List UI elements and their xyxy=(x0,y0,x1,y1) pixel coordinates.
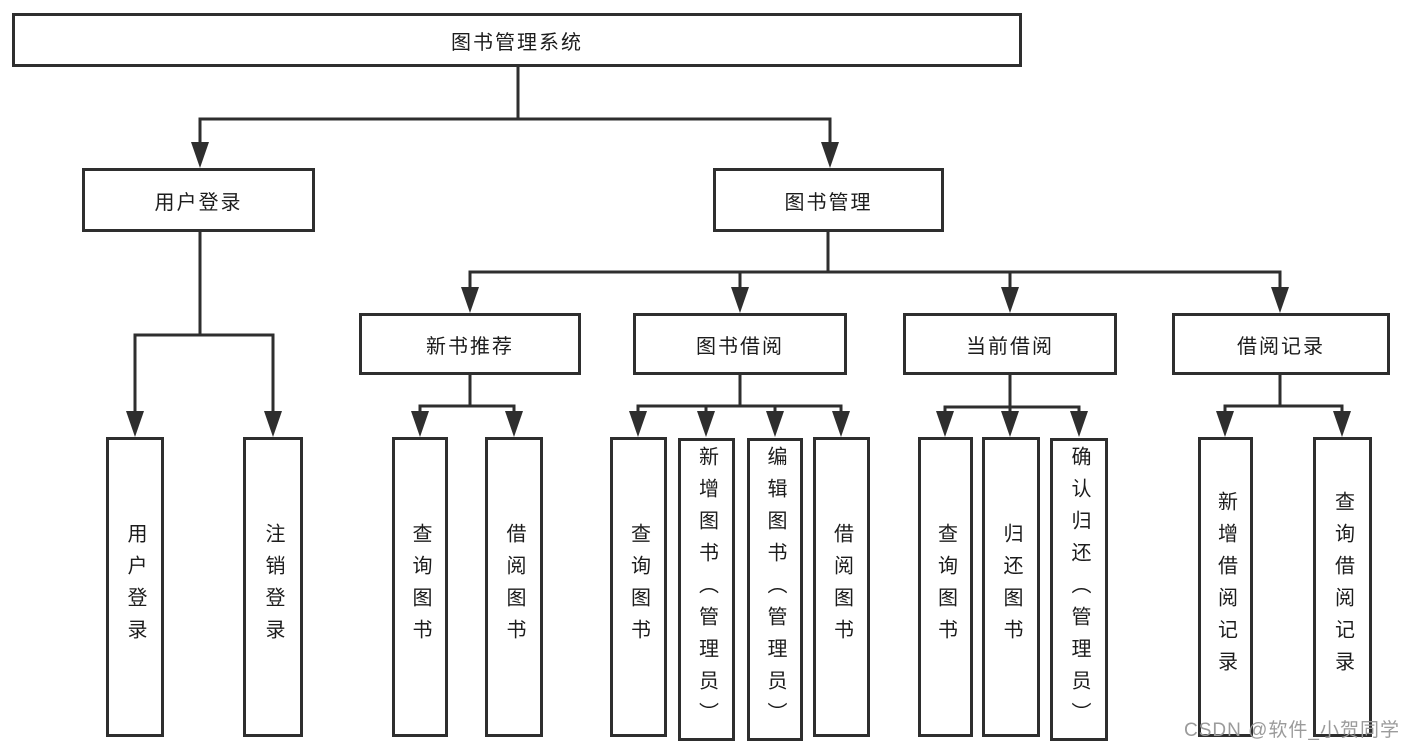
leaf-query-books-2-label: 查询图书 xyxy=(627,523,650,651)
node-user-login-label: 用户登录 xyxy=(154,191,243,214)
leaf-user-login: 用户登录 xyxy=(106,437,164,737)
leaf-return-book: 归还图书 xyxy=(982,437,1040,737)
leaf-query-books-1: 查询图书 xyxy=(392,437,448,737)
leaf-query-books-3-label: 查询图书 xyxy=(934,523,957,651)
arrowheads xyxy=(126,142,1351,437)
node-new-book-recommend: 新书推荐 xyxy=(359,313,581,375)
leaf-confirm-return-admin: 确认归还（管理员） xyxy=(1050,438,1108,741)
leaf-edit-book-admin-label: 编辑图书（管理员） xyxy=(764,445,786,734)
leaf-add-borrow-record: 新增借阅记录 xyxy=(1198,437,1253,737)
node-book-management-label: 图书管理 xyxy=(784,191,873,214)
leaf-query-books-1-label: 查询图书 xyxy=(409,523,431,651)
leaf-add-book-admin-label: 新增图书（管理员） xyxy=(695,445,718,734)
leaf-confirm-return-admin-label: 确认归还（管理员） xyxy=(1068,445,1090,734)
leaf-borrow-books-1-label: 借阅图书 xyxy=(503,523,525,651)
leaf-logout-label: 注销登录 xyxy=(262,523,284,651)
leaf-add-book-admin: 新增图书（管理员） xyxy=(678,438,735,741)
node-user-login: 用户登录 xyxy=(82,168,315,232)
node-new-book-recommend-label: 新书推荐 xyxy=(426,335,514,358)
leaf-borrow-books-1: 借阅图书 xyxy=(485,437,543,737)
leaf-borrow-books-2-label: 借阅图书 xyxy=(830,523,853,651)
watermark: CSDN @软件_小贺同学 xyxy=(1184,720,1400,741)
node-root: 图书管理系统 xyxy=(12,13,1022,67)
node-borrow-records-label: 借阅记录 xyxy=(1237,335,1325,358)
node-current-borrow: 当前借阅 xyxy=(903,313,1117,375)
node-current-borrow-label: 当前借阅 xyxy=(966,335,1054,358)
leaf-edit-book-admin: 编辑图书（管理员） xyxy=(747,438,803,741)
leaf-user-login-label: 用户登录 xyxy=(124,523,146,651)
leaf-query-borrow-record: 查询借阅记录 xyxy=(1313,437,1372,737)
node-book-management: 图书管理 xyxy=(713,168,944,232)
leaf-query-books-3: 查询图书 xyxy=(918,437,973,737)
leaf-logout: 注销登录 xyxy=(243,437,303,737)
node-borrow-records: 借阅记录 xyxy=(1172,313,1390,375)
leaf-return-book-label: 归还图书 xyxy=(1000,523,1022,651)
leaf-query-books-2: 查询图书 xyxy=(610,437,667,737)
node-book-borrow: 图书借阅 xyxy=(633,313,847,375)
node-root-label: 图书管理系统 xyxy=(451,31,583,54)
node-book-borrow-label: 图书借阅 xyxy=(696,335,784,358)
leaf-add-borrow-record-label: 新增借阅记录 xyxy=(1214,491,1237,683)
leaf-query-borrow-record-label: 查询借阅记录 xyxy=(1331,491,1354,683)
leaf-borrow-books-2: 借阅图书 xyxy=(813,437,870,737)
